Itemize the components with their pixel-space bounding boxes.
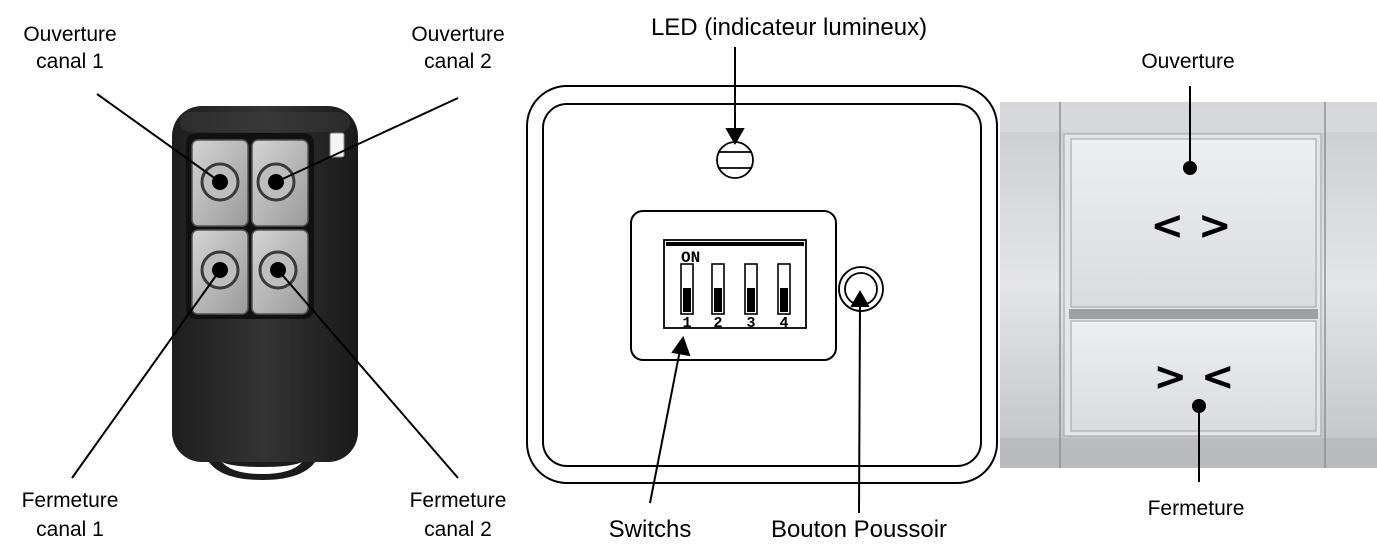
receiver-leader-lines (649, 47, 870, 514)
label-close-channel-2-l1: Fermeture (410, 489, 507, 512)
dip-number-3: 3 (746, 315, 755, 332)
leader-open-1 (96, 93, 221, 183)
push-button[interactable] (838, 266, 884, 312)
dip-switch-3[interactable] (744, 263, 758, 315)
label-close-channel-2-l2: canal 2 (424, 518, 492, 541)
dip-number-1: 1 (682, 315, 691, 332)
open-chevrons-icon: < > (1151, 203, 1232, 249)
remote-led-window (329, 132, 345, 158)
key-open-channel-2[interactable] (251, 139, 309, 227)
label-wall-open: Ouverture (1141, 50, 1234, 73)
leader-push-button (858, 303, 861, 514)
dip-switch-2[interactable] (711, 263, 725, 315)
dip-switch-4[interactable] (777, 263, 791, 315)
label-led: LED (indicateur lumineux) (651, 14, 927, 41)
leader-open-2 (275, 97, 459, 183)
label-close-channel-1-l1: Fermeture (22, 489, 119, 512)
dip-number-2: 2 (713, 315, 722, 332)
label-push-button: Bouton Poussoir (771, 516, 947, 543)
key-close-channel-1[interactable] (191, 229, 249, 315)
receiver-box (526, 85, 998, 484)
leader-close-2 (277, 269, 459, 479)
close-chevrons-icon: > < (1154, 354, 1235, 400)
wall-switch-divider (1069, 309, 1318, 319)
remote-control (172, 106, 358, 480)
label-open-channel-2-l1: Ouverture (411, 23, 504, 46)
leader-close-1 (71, 269, 221, 479)
remote-leader-lines (71, 93, 459, 479)
dip-number-4: 4 (779, 315, 788, 332)
wall-close-key[interactable] (1070, 320, 1317, 432)
receiver-led (716, 141, 754, 179)
receiver-outer-frame (526, 85, 998, 484)
label-switches: Switchs (609, 516, 692, 543)
receiver-inner-frame (542, 103, 982, 467)
label-close-channel-1-l2: canal 1 (36, 518, 104, 541)
key-open-channel-1[interactable] (191, 139, 249, 227)
leader-push-button-arrowhead (850, 289, 870, 307)
label-open-channel-1-l2: canal 1 (36, 50, 104, 73)
dot-wall-open (1183, 161, 1197, 175)
leader-switches-arrowhead (671, 335, 691, 357)
wall-switch: < > > < (1000, 86, 1377, 482)
dip-switch-1[interactable] (680, 263, 694, 315)
label-open-channel-1-l1: Ouverture (23, 23, 116, 46)
label-wall-close: Fermeture (1148, 497, 1245, 520)
dip-on-label: ON (681, 249, 700, 267)
label-open-channel-2-l2: canal 2 (424, 50, 492, 73)
dot-wall-close (1192, 399, 1206, 413)
leader-led-arrowhead (725, 128, 745, 146)
leader-switches (649, 349, 681, 504)
dip-switch-block: ON 1 2 3 4 (630, 210, 837, 361)
